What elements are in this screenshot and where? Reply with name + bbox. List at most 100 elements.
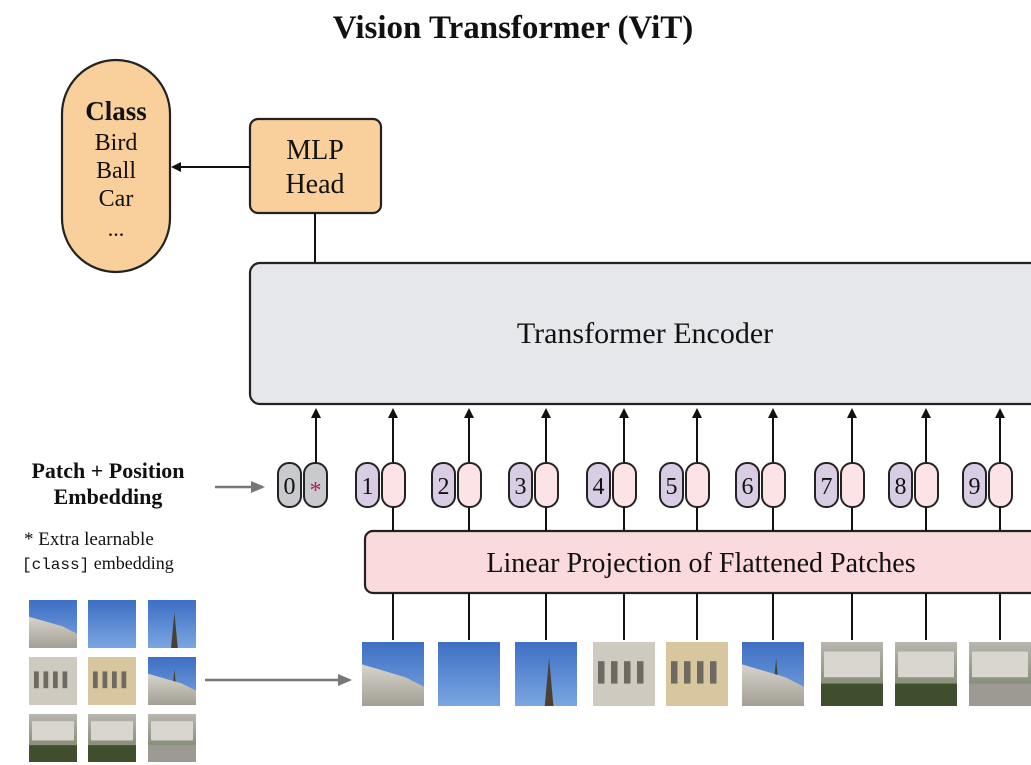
linear-projection-label: Linear Projection of Flattened Patches bbox=[486, 548, 915, 579]
patch-sky bbox=[438, 642, 500, 706]
mlp-head-label-line1: MLP bbox=[286, 135, 344, 166]
token-number: 3 bbox=[515, 474, 527, 500]
patch-window bbox=[53, 671, 58, 689]
position-embedding-pill bbox=[962, 462, 987, 508]
patch-ground bbox=[88, 745, 136, 762]
patch-building bbox=[898, 651, 954, 678]
image-patch bbox=[88, 657, 136, 705]
token-number: 2 bbox=[438, 474, 450, 500]
image-patch bbox=[362, 642, 424, 706]
patch-spire bbox=[544, 658, 554, 706]
image-patch bbox=[895, 642, 957, 706]
linear-projection-box bbox=[363, 529, 1031, 595]
image-patch bbox=[821, 642, 883, 706]
patch-building bbox=[151, 721, 193, 741]
token-column: 1 bbox=[355, 408, 406, 640]
patch-window bbox=[671, 661, 678, 684]
patch-building bbox=[29, 616, 77, 648]
patch-embedding-pill bbox=[914, 462, 939, 508]
token-number: 5 bbox=[666, 474, 678, 500]
embedding-label-line1: Patch + Position bbox=[31, 458, 184, 483]
patch-building bbox=[148, 673, 196, 705]
token-number: 4 bbox=[593, 474, 605, 500]
image-patch bbox=[593, 642, 655, 706]
image-patch bbox=[969, 642, 1031, 706]
class-token: 0 * bbox=[277, 408, 328, 508]
patch-window bbox=[112, 671, 117, 689]
token-column: 6 bbox=[735, 408, 786, 640]
image-patch-grid bbox=[29, 600, 196, 762]
patch-window bbox=[710, 661, 717, 684]
patch-window bbox=[684, 661, 691, 684]
token-column: 5 bbox=[659, 408, 710, 640]
token-number: 1 bbox=[362, 474, 374, 500]
embedding-label-line2: Embedding bbox=[54, 484, 163, 509]
patch-spire bbox=[171, 612, 178, 648]
token-column: 3 bbox=[508, 408, 559, 640]
patch-building bbox=[742, 664, 804, 706]
patch-window bbox=[102, 671, 108, 689]
token-column: 4 bbox=[586, 408, 637, 640]
patch-embedding-pill bbox=[457, 462, 482, 508]
image-patch bbox=[148, 714, 196, 762]
patch-embedding-pill bbox=[685, 462, 710, 508]
position-embedding-pill bbox=[508, 462, 533, 508]
patch-ground bbox=[895, 683, 957, 706]
patch-window bbox=[34, 671, 39, 689]
patch-ground bbox=[821, 683, 883, 706]
image-patch bbox=[148, 600, 196, 648]
patch-window bbox=[121, 671, 127, 689]
position-embedding-pill bbox=[355, 462, 380, 508]
patch-window bbox=[611, 661, 618, 684]
class-output-item: Ball bbox=[96, 158, 136, 184]
patch-sky bbox=[88, 600, 136, 648]
image-patch bbox=[515, 642, 577, 706]
patch-window bbox=[43, 671, 49, 689]
transformer-encoder-label: Transformer Encoder bbox=[517, 317, 773, 350]
diagram-title: Vision Transformer (ViT) bbox=[333, 10, 694, 46]
class-output-heading: Class bbox=[85, 96, 147, 126]
image-patch bbox=[29, 600, 77, 648]
patch-window bbox=[637, 661, 644, 684]
patch-building bbox=[32, 721, 74, 741]
patch-window bbox=[598, 661, 605, 684]
position-embedding-pill bbox=[431, 462, 456, 508]
class-token-position-pill bbox=[277, 462, 302, 508]
token-column: 9 bbox=[962, 408, 1013, 640]
patch-building bbox=[91, 721, 133, 741]
token-column: 8 bbox=[888, 408, 939, 640]
patch-building bbox=[972, 651, 1028, 678]
class-output-item: Car bbox=[99, 186, 134, 212]
patch-ground bbox=[29, 745, 77, 762]
patch-ground bbox=[148, 745, 196, 762]
class-output-box bbox=[60, 58, 172, 274]
image-patch bbox=[88, 600, 136, 648]
class-token-note-line1: * Extra learnable bbox=[24, 529, 154, 550]
class-token-note-rest: embedding bbox=[89, 553, 173, 573]
image-patch bbox=[438, 642, 500, 706]
transformer-encoder-box bbox=[248, 261, 1031, 406]
patch-embedding-pill bbox=[988, 462, 1013, 508]
patch-embedding-pill bbox=[612, 462, 637, 508]
class-token-number: 0 bbox=[284, 474, 296, 500]
image-patch bbox=[148, 657, 196, 705]
patch-embedding-pill bbox=[534, 462, 559, 508]
image-patch bbox=[29, 714, 77, 762]
patch-embedding-pill bbox=[761, 462, 786, 508]
patch-window bbox=[62, 671, 68, 689]
class-output-item: Bird bbox=[95, 130, 138, 156]
class-token-note-line2: [class] embedding bbox=[22, 553, 174, 574]
token-number: 6 bbox=[742, 474, 754, 500]
token-number: 9 bbox=[969, 474, 981, 500]
image-patch bbox=[666, 642, 728, 706]
patch-building bbox=[824, 651, 880, 678]
patch-embedding-pill bbox=[381, 462, 406, 508]
patch-ground bbox=[969, 683, 1031, 706]
token-number: 8 bbox=[895, 474, 907, 500]
class-token-embedding-pill bbox=[303, 462, 328, 508]
patch-window bbox=[93, 671, 98, 689]
mlp-head-label-line2: Head bbox=[285, 169, 344, 200]
